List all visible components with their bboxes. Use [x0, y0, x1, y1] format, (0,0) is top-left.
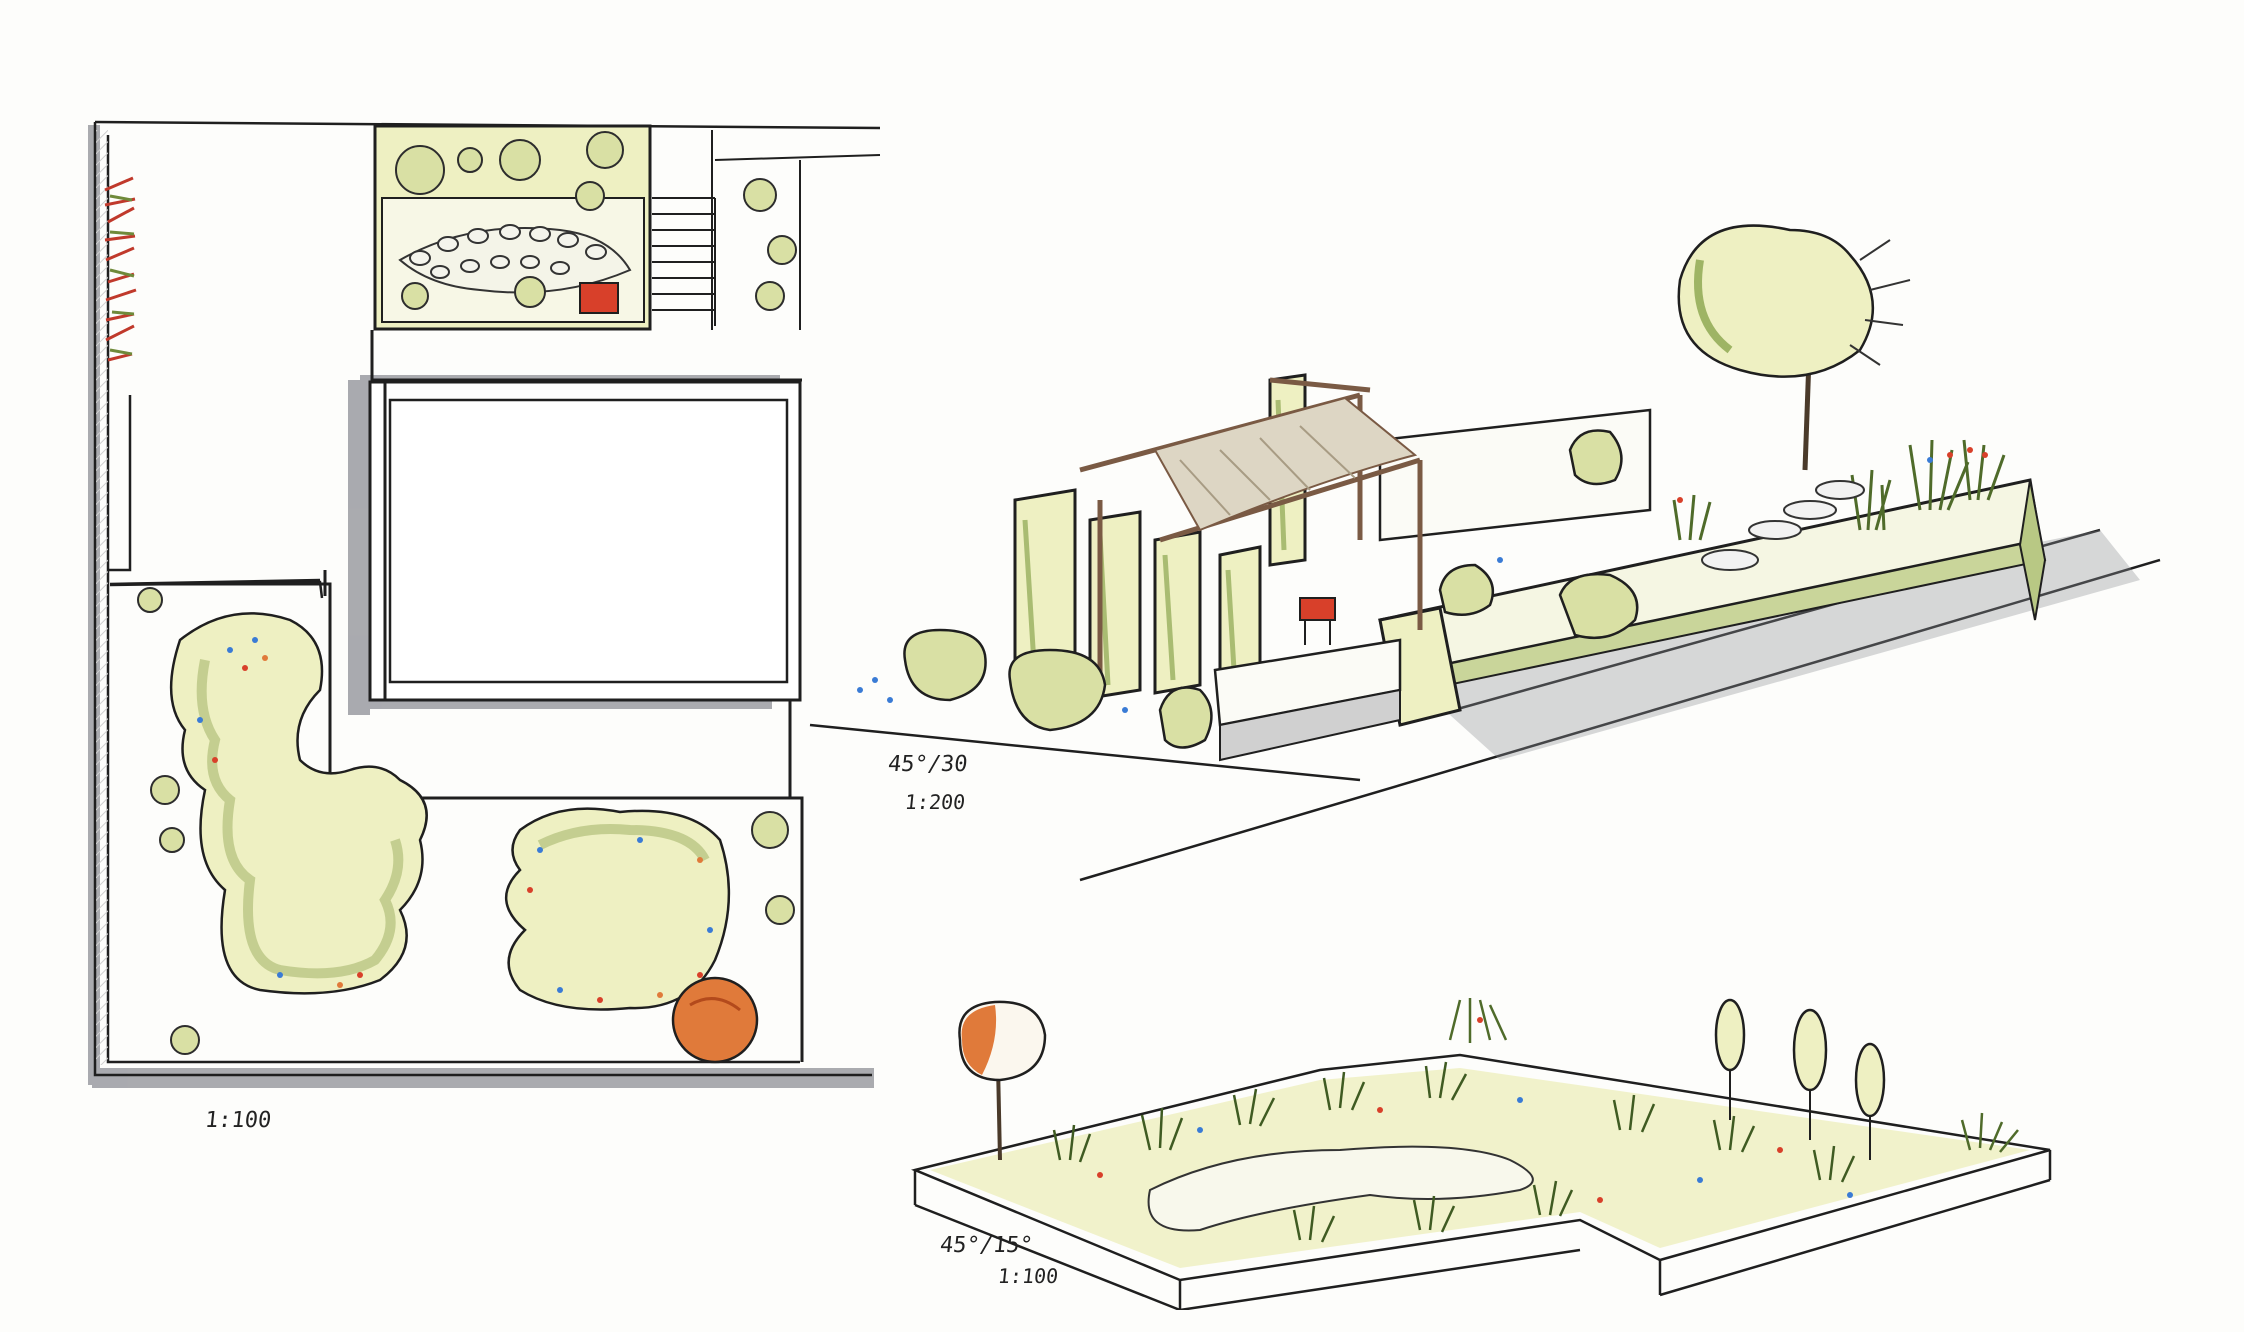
front-low-wall — [1213, 638, 1402, 762]
climber-plants-red — [104, 176, 137, 362]
site-plan-drawing — [88, 120, 881, 1088]
top-garden-room — [373, 124, 716, 331]
tree-axo — [1677, 224, 1911, 471]
columnar-tree-trunks — [1729, 1070, 1871, 1160]
terrace-step — [130, 570, 804, 1062]
shade-sail-folds — [1179, 425, 1356, 516]
meadow-outline — [911, 1053, 2052, 1310]
fin-texture — [1022, 399, 1287, 686]
pergola-shadow — [1400, 530, 2140, 760]
planting-bed-center — [504, 807, 731, 1011]
meadow-scale-label: 1:100 — [996, 1264, 1060, 1288]
stepping-stones — [1701, 480, 1865, 571]
plan-scale-label: 1:100 — [203, 1108, 273, 1133]
flower-dots — [197, 637, 713, 1003]
meadow-grasses — [1052, 1061, 1856, 1243]
ornamental-grasses — [1672, 439, 2006, 541]
edge-shrubs — [137, 587, 795, 1055]
red-chair-axo — [1299, 597, 1336, 621]
meadow-flower-dots — [1097, 1017, 1853, 1203]
meadow-axonometric-drawing — [911, 998, 2052, 1310]
orange-tree-plan — [671, 976, 759, 1064]
axo-shrubs — [903, 429, 1639, 749]
plan-right-strip — [711, 130, 881, 330]
meadow-angle-label: 45°/15° — [938, 1233, 1035, 1258]
planting-bed-left — [169, 612, 428, 995]
lawn-path — [1147, 1145, 1534, 1232]
columnar-trees — [1714, 998, 1886, 1118]
orange-standard-tree — [958, 1000, 1047, 1161]
right-strip-shrubs — [743, 178, 797, 311]
perennial-clumps — [1448, 998, 2019, 1153]
climber-plants-green — [109, 194, 135, 356]
terrace-outline — [368, 330, 802, 702]
boundary-wall-hatch — [96, 130, 108, 1065]
pergola-scale-label: 1:200 — [903, 790, 967, 814]
axo-flower-dots — [857, 447, 1988, 713]
pergola-angle-label: 45°/30 — [886, 752, 969, 777]
pergola-axonometric-drawing — [809, 224, 2161, 882]
